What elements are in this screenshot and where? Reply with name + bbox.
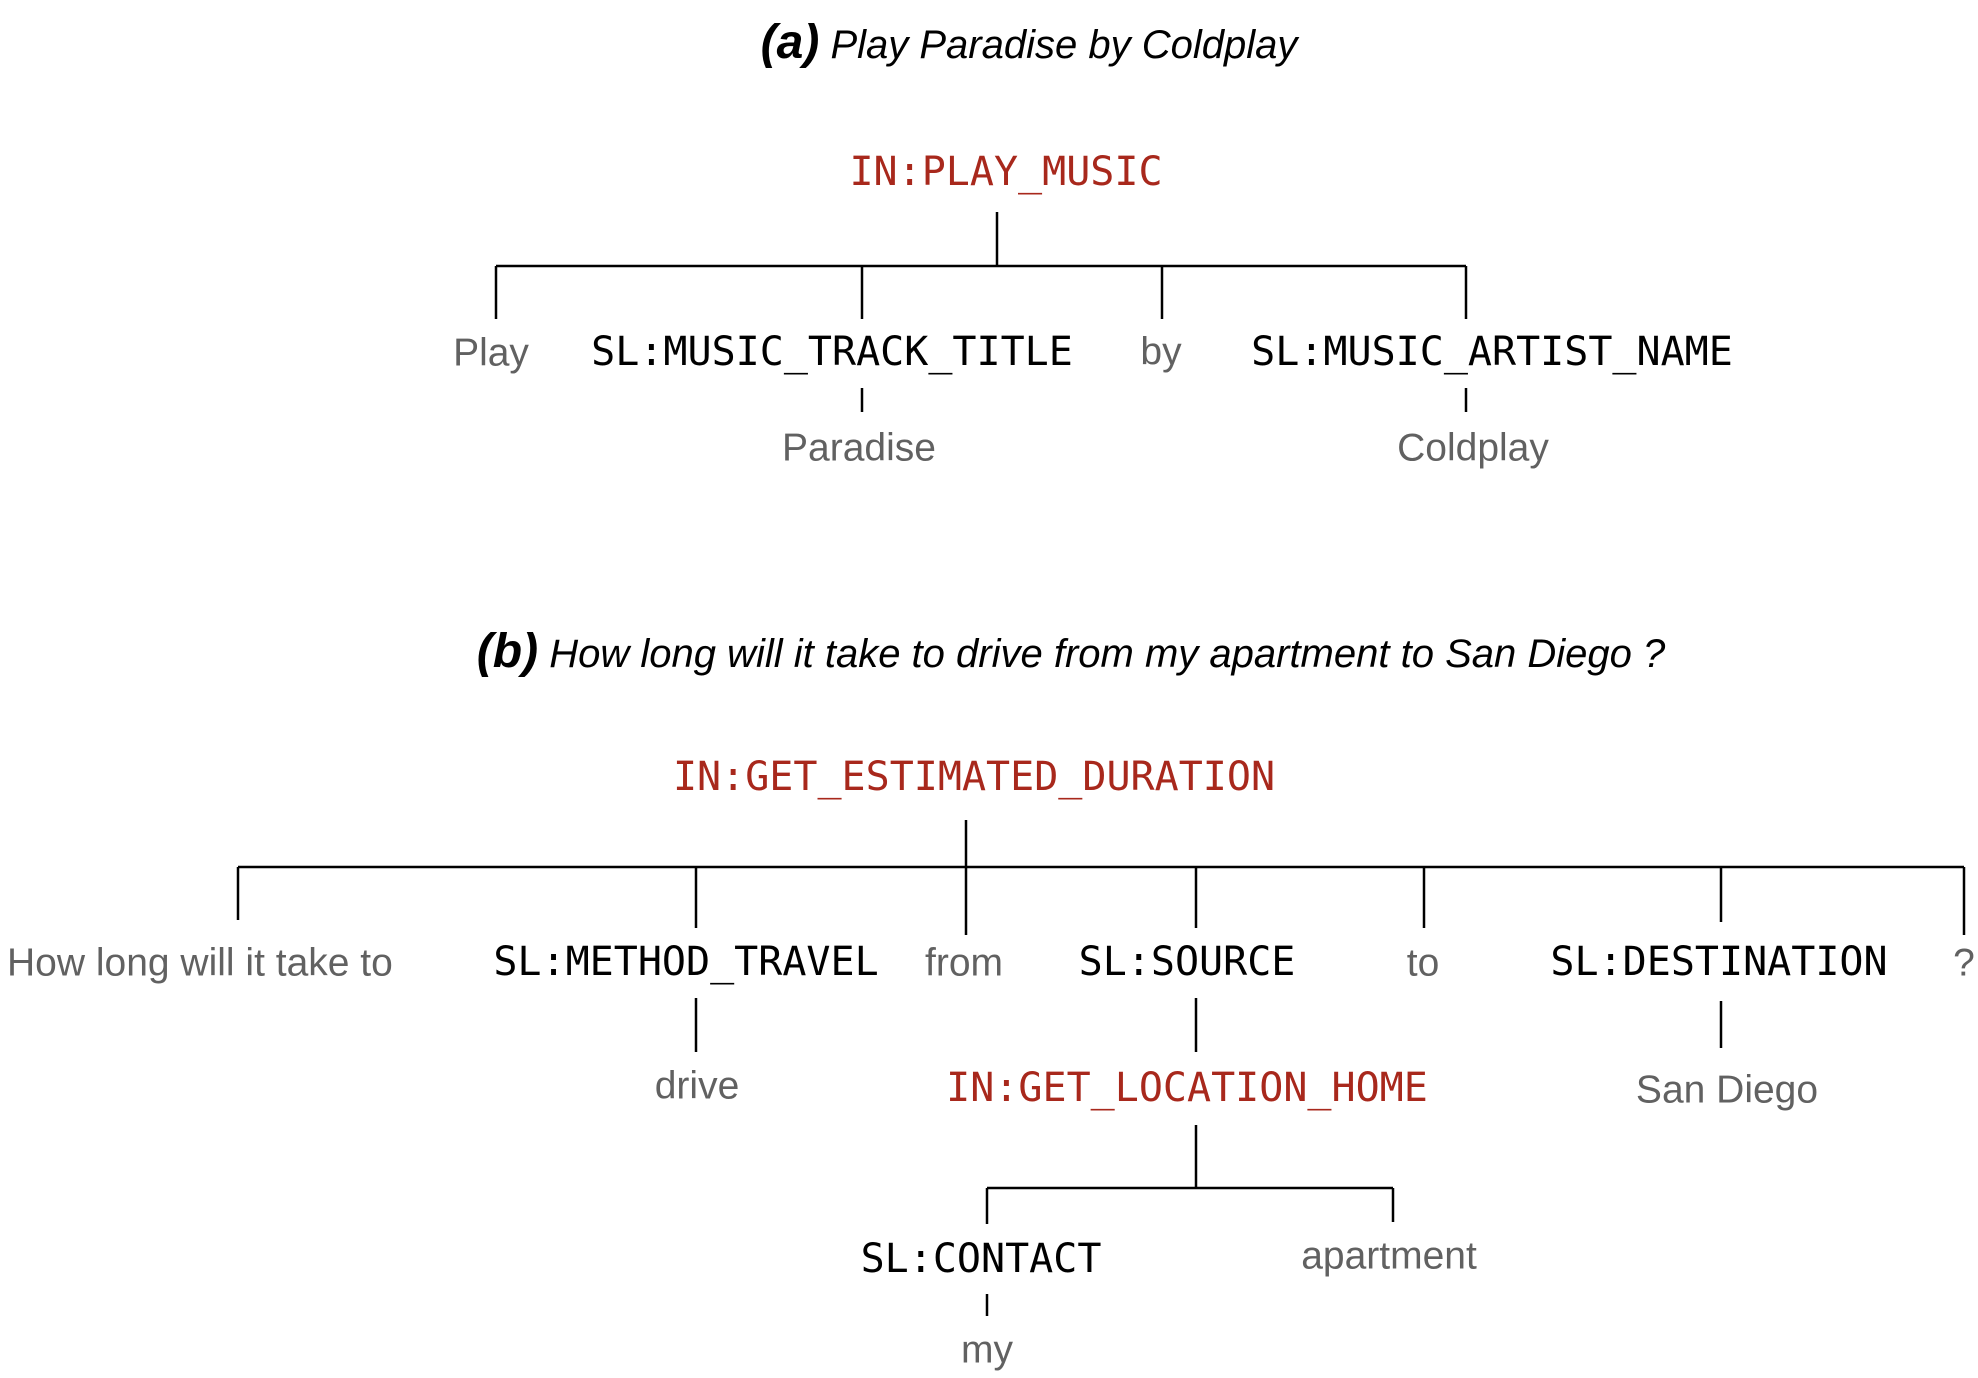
caption-a: (a) Play Paradise by Coldplay bbox=[761, 19, 1298, 67]
caption-b: (b) How long will it take to drive from … bbox=[477, 628, 1665, 676]
caption-b-text: How long will it take to drive from my a… bbox=[549, 632, 1666, 676]
word-coldplay: Coldplay bbox=[1397, 426, 1549, 470]
word-drive: drive bbox=[654, 1064, 740, 1108]
caption-a-label: (a) bbox=[760, 16, 820, 69]
word-apartment: apartment bbox=[1301, 1234, 1477, 1278]
word-how-long-will-it-take-to: How long will it take to bbox=[7, 941, 393, 985]
word-to: to bbox=[1406, 941, 1440, 985]
node-sl-destination: SL:DESTINATION bbox=[1550, 939, 1888, 985]
word-play: Play bbox=[453, 331, 529, 375]
node-in-get-estimated-duration: IN:GET_ESTIMATED_DURATION bbox=[672, 754, 1276, 800]
caption-b-label: (b) bbox=[476, 625, 539, 678]
word-question-mark: ? bbox=[1953, 941, 1975, 985]
node-in-play-music: IN:PLAY_MUSIC bbox=[849, 149, 1163, 195]
word-by: by bbox=[1140, 330, 1182, 374]
node-in-get-location-home: IN:GET_LOCATION_HOME bbox=[946, 1065, 1428, 1111]
word-san-diego: San Diego bbox=[1635, 1068, 1819, 1112]
node-sl-contact: SL:CONTACT bbox=[860, 1236, 1102, 1282]
caption-a-text: Play Paradise by Coldplay bbox=[830, 23, 1298, 67]
word-from: from bbox=[925, 941, 1003, 985]
node-sl-method-travel: SL:METHOD_TRAVEL bbox=[493, 939, 879, 985]
word-paradise: Paradise bbox=[782, 426, 936, 470]
node-sl-source: SL:SOURCE bbox=[1078, 939, 1296, 985]
node-sl-music-track-title: SL:MUSIC_TRACK_TITLE bbox=[591, 329, 1073, 375]
word-my: my bbox=[961, 1328, 1013, 1372]
node-sl-music-artist-name: SL:MUSIC_ARTIST_NAME bbox=[1251, 329, 1733, 375]
